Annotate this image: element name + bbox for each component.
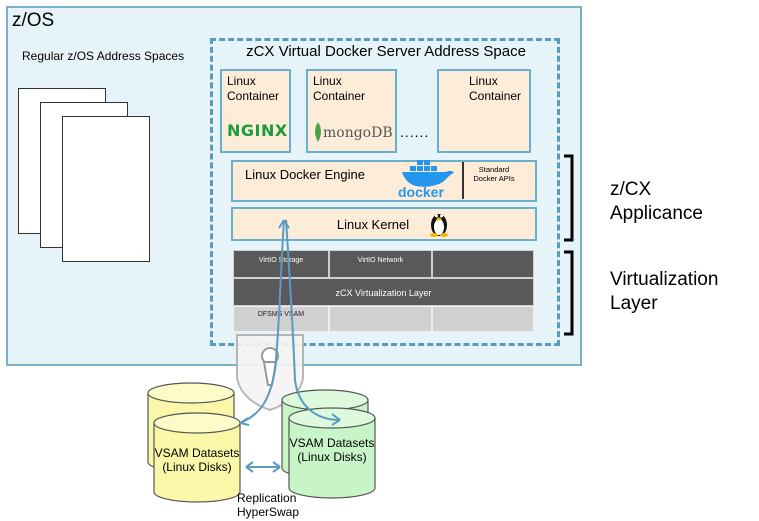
zcx-title: zCX Virtual Docker Server Address Space xyxy=(246,43,526,60)
bracket-lines xyxy=(564,154,574,336)
replication-label: Replication xyxy=(237,491,297,505)
docker-logo: docker xyxy=(398,184,444,200)
nginx-logo: NGINX xyxy=(227,121,288,140)
virtualization-layer-label: Virtualization Layer xyxy=(610,269,719,314)
dfsms-vsam-cell: DFSMS VSAM xyxy=(233,306,329,332)
virtio-empty-cell xyxy=(432,250,534,278)
container-label: Linux Container xyxy=(227,74,280,103)
container-label: Linux Container xyxy=(469,74,522,103)
mongodb-leaf-icon xyxy=(315,122,321,142)
left-vsam-datasets-label: VSAM Datasets (Linux Disks) xyxy=(154,446,240,474)
linux-docker-engine: Linux Docker Engine docker Standard Dock… xyxy=(231,160,537,202)
zcx-appliance-label: z/CX Applicance xyxy=(610,179,703,224)
grey-empty-cell xyxy=(432,306,534,332)
container-label: Linux Container xyxy=(313,74,366,103)
divider xyxy=(462,162,464,199)
regular-address-spaces-label: Regular z/OS Address Spaces xyxy=(22,49,185,63)
address-space-page xyxy=(62,116,150,262)
tux-penguin-icon xyxy=(430,214,448,237)
docker-engine-label: Linux Docker Engine xyxy=(245,167,365,182)
more-containers-ellipsis: ...... xyxy=(400,124,430,140)
right-vsam-datasets-label: VSAM Datasets (Linux Disks) xyxy=(289,436,375,464)
linux-container-mongodb: Linux Container mongoDB xyxy=(306,69,397,153)
hyperswap-label: HyperSwap xyxy=(237,505,300,519)
linux-container-generic: Linux Container xyxy=(437,69,531,153)
linux-container-nginx: Linux Container NGINX xyxy=(220,69,291,153)
linux-kernel-label: Linux Kernel xyxy=(336,217,410,232)
mongodb-logo: mongoDB xyxy=(323,125,393,141)
grey-empty-cell xyxy=(329,306,432,332)
zcx-address-space-box xyxy=(210,38,560,346)
standard-docker-apis-label: Standard Docker APIs xyxy=(473,165,515,183)
virtio-network-cell: VirtIO Network xyxy=(329,250,432,278)
docker-whale-icon xyxy=(402,160,454,187)
zcx-virtualization-layer: zCX Virtualization Layer xyxy=(233,278,534,306)
zos-title: z/OS xyxy=(12,10,55,31)
